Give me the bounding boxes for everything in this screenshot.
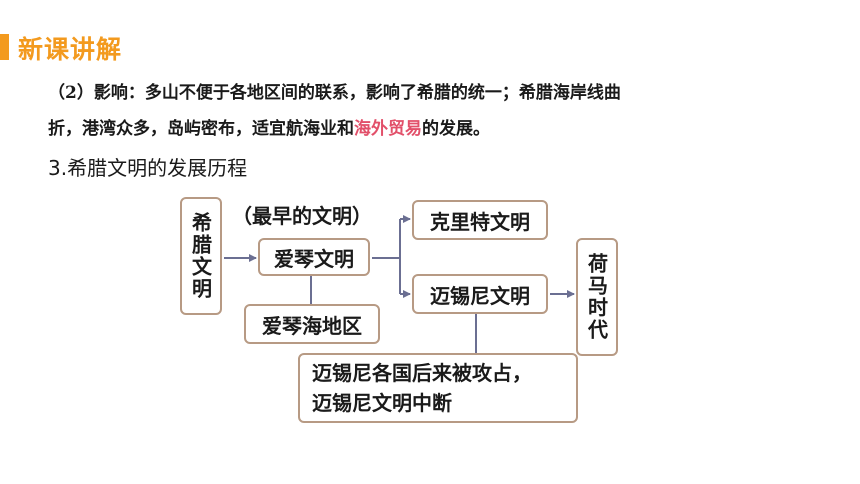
section-accent-bar xyxy=(0,34,9,60)
node-crete-civilization: 克里特文明 xyxy=(412,200,548,240)
paragraph-line-2: 折，港湾众多，岛屿密布，适宜航海业和海外贸易的发展。 xyxy=(48,114,808,139)
node-mycenae-civilization: 迈锡尼文明 xyxy=(412,274,548,314)
node-greek-civilization: 希腊文明 xyxy=(180,197,222,315)
node-aegean-sea-region: 爱琴海地区 xyxy=(244,304,380,344)
paragraph-line-1: （2）影响：多山不便于各地区间的联系，影响了希腊的统一；希腊海岸线曲 xyxy=(48,83,621,103)
note-earliest-civilization: （最早的文明） xyxy=(232,204,372,228)
node-homeric-age: 荷马时代 xyxy=(576,238,618,356)
paragraph-line-2-start: 折，港湾众多，岛屿密布，适宜航海业和 xyxy=(48,119,354,139)
conquest-line-2: 迈锡尼文明中断 xyxy=(312,391,452,415)
highlight-overseas-trade: 海外贸易 xyxy=(354,119,422,139)
subheading-development: 3.希腊文明的发展历程 xyxy=(48,156,248,180)
node-aegean-civilization: 爱琴文明 xyxy=(258,238,370,276)
section-title: 新课讲解 xyxy=(18,35,123,64)
paragraph-line-2-end: 的发展。 xyxy=(422,119,490,139)
node-mycenae-conquered: 迈锡尼各国后来被攻占， 迈锡尼文明中断 xyxy=(298,353,578,423)
conquest-line-1: 迈锡尼各国后来被攻占， xyxy=(312,361,532,385)
